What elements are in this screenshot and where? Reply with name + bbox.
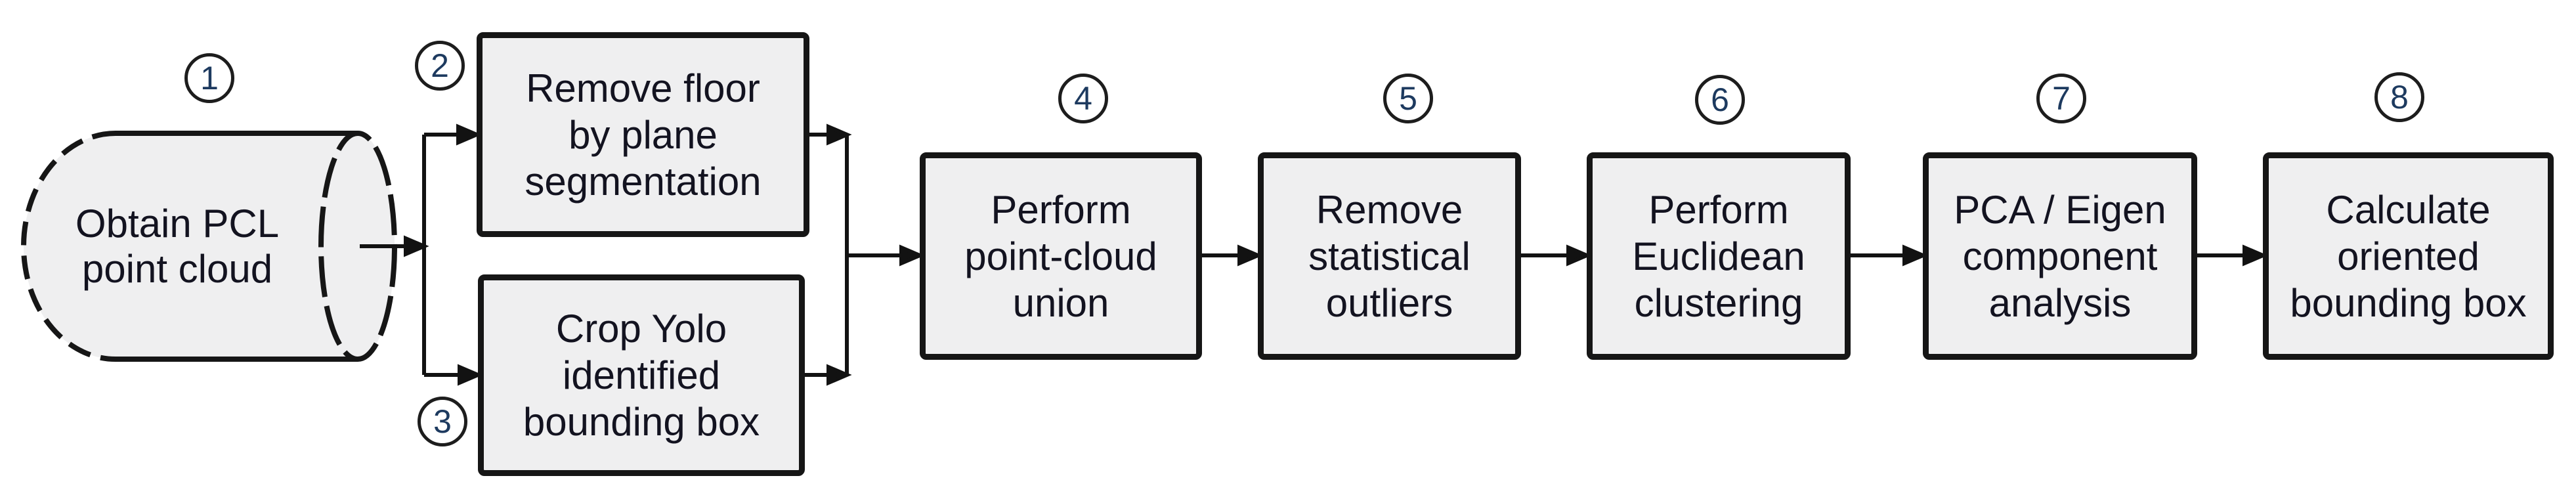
arrowhead (458, 364, 483, 386)
arrowhead (899, 244, 925, 267)
step-8-box: Calculate oriented bounding box (2263, 152, 2554, 360)
step-1-number-badge: 1 (184, 53, 234, 103)
step-1-label: Obtain PCL point cloud (75, 202, 280, 291)
step-3-box: Crop Yolo identified bounding box (478, 274, 805, 476)
step-6-box: Perform Euclidean clustering (1587, 152, 1851, 360)
step-1-cylinder-node: Obtain PCL point cloud (26, 158, 328, 335)
cylinder-top-bottom-lines (116, 131, 358, 362)
step-6-number: 6 (1711, 81, 1729, 118)
step-1-number: 1 (200, 60, 219, 97)
step-7-label: PCA / Eigen component analysis (1954, 187, 2166, 325)
edge-box4-to-box5 (1202, 244, 1263, 267)
step-6-label: Perform Euclidean clustering (1632, 187, 1805, 325)
arrowhead (456, 123, 482, 146)
step-4-box: Perform point-cloud union (920, 152, 1202, 360)
edge-box7-to-box8 (2197, 244, 2268, 267)
step-7-number: 7 (2052, 80, 2071, 117)
arrowhead (1566, 244, 1592, 267)
edge-box6-to-box7 (1851, 244, 1928, 267)
cylinder-left-arc (21, 131, 116, 362)
arrowhead (1237, 244, 1263, 267)
edge-cylinder-to-split (360, 235, 429, 257)
step-2-number: 2 (431, 47, 449, 84)
cylinder-shape (21, 131, 397, 362)
split-bracket (422, 123, 483, 386)
step-3-number: 3 (433, 403, 452, 440)
arrowhead (2243, 244, 2268, 267)
step-4-number-badge: 4 (1058, 74, 1108, 123)
edge-box2-to-merge (809, 123, 852, 146)
step-4-label: Perform point-cloud union (964, 187, 1157, 325)
step-3-label: Crop Yolo identified bounding box (523, 307, 760, 444)
step-7-number-badge: 7 (2036, 74, 2086, 123)
step-8-label: Calculate oriented bounding box (2290, 187, 2527, 325)
step-4-number: 4 (1074, 80, 1092, 117)
step-6-number-badge: 6 (1695, 75, 1745, 125)
step-8-number: 8 (2390, 79, 2409, 116)
arrowhead (826, 123, 852, 146)
arrowhead (826, 364, 852, 386)
step-5-number-badge: 5 (1383, 74, 1433, 123)
merge-bracket (845, 135, 925, 375)
step-7-box: PCA / Eigen component analysis (1923, 152, 2197, 360)
step-2-label: Remove floor by plane segmentation (525, 66, 762, 204)
arrowhead (404, 235, 429, 257)
edge-box5-to-box6 (1521, 244, 1592, 267)
step-5-number: 5 (1399, 80, 1417, 117)
edge-box3-to-merge (805, 364, 852, 386)
step-8-number-badge: 8 (2374, 72, 2424, 122)
step-5-label: Remove statistical outliers (1308, 187, 1470, 325)
cylinder-body (24, 133, 395, 359)
step-2-number-badge: 2 (415, 41, 465, 91)
step-5-box: Remove statistical outliers (1258, 152, 1521, 360)
step-3-number-badge: 3 (418, 397, 467, 446)
arrowhead (1902, 244, 1928, 267)
step-2-box: Remove floor by plane segmentation (477, 32, 809, 237)
